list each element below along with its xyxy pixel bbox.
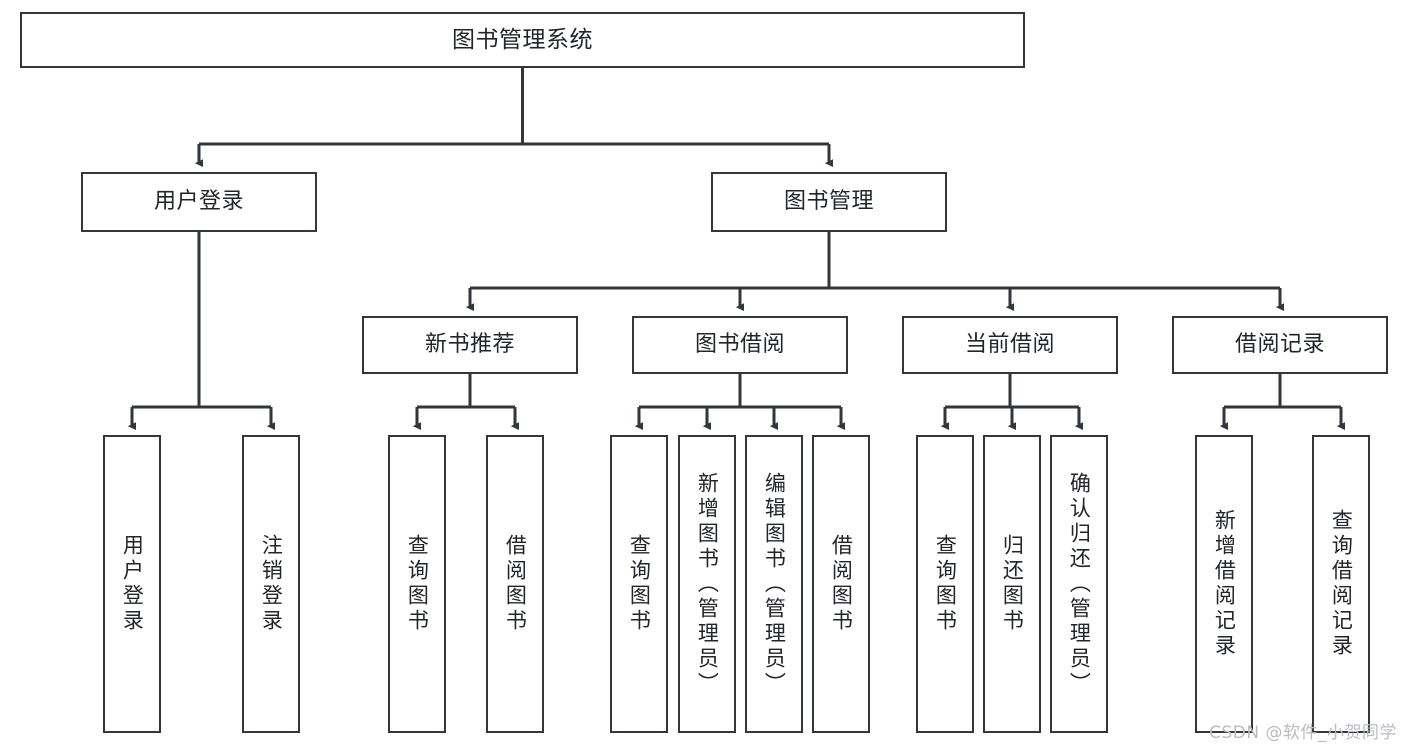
- node-user-login[interactable]: 用户登录: [81, 172, 317, 232]
- node-label-leaf-user-login: 用户登录: [120, 534, 145, 634]
- node-borrow-record[interactable]: 借阅记录: [1172, 316, 1388, 374]
- node-leaf-query-book-3[interactable]: 查询图书: [916, 435, 974, 733]
- node-label-leaf-query-record: 查询借阅记录: [1329, 509, 1354, 659]
- node-label-leaf-return-book: 归还图书: [1000, 534, 1025, 634]
- node-leaf-user-logout[interactable]: 注销登录: [242, 435, 300, 733]
- node-current-borrow[interactable]: 当前借阅: [902, 316, 1118, 374]
- node-leaf-borrow-book-1[interactable]: 借阅图书: [486, 435, 544, 733]
- csdn-watermark: CSDN @软件_小贺同学: [1209, 723, 1397, 743]
- node-label-leaf-confirm-return: 确认归还（管理员）: [1067, 471, 1092, 697]
- node-label-leaf-borrow-book-1: 借阅图书: [503, 534, 528, 634]
- node-label-user-login: 用户登录: [153, 189, 244, 214]
- node-leaf-confirm-return[interactable]: 确认归还（管理员）: [1050, 435, 1108, 733]
- node-leaf-user-login[interactable]: 用户登录: [103, 435, 161, 733]
- node-label-leaf-query-book-1: 查询图书: [405, 534, 430, 634]
- node-label-leaf-add-record: 新增借阅记录: [1212, 509, 1237, 659]
- node-new-book-rec[interactable]: 新书推荐: [362, 316, 578, 374]
- node-leaf-edit-book[interactable]: 编辑图书（管理员）: [745, 435, 803, 733]
- node-label-book-borrow: 图书借阅: [694, 332, 785, 357]
- node-label-leaf-borrow-book-2: 借阅图书: [829, 534, 854, 634]
- node-leaf-query-book-1[interactable]: 查询图书: [388, 435, 446, 733]
- node-label-leaf-user-logout: 注销登录: [259, 534, 284, 634]
- node-root[interactable]: 图书管理系统: [20, 12, 1025, 68]
- node-label-leaf-query-book-2: 查询图书: [627, 534, 652, 634]
- node-label-current-borrow: 当前借阅: [964, 332, 1055, 357]
- node-leaf-return-book[interactable]: 归还图书: [983, 435, 1041, 733]
- node-leaf-add-book[interactable]: 新增图书（管理员）: [678, 435, 736, 733]
- node-label-new-book-rec: 新书推荐: [424, 332, 515, 357]
- node-label-book-manage: 图书管理: [783, 189, 874, 214]
- node-leaf-query-record[interactable]: 查询借阅记录: [1312, 435, 1370, 733]
- node-label-root: 图书管理系统: [452, 26, 593, 53]
- node-leaf-query-book-2[interactable]: 查询图书: [610, 435, 668, 733]
- node-label-leaf-edit-book: 编辑图书（管理员）: [762, 471, 787, 697]
- node-book-borrow[interactable]: 图书借阅: [632, 316, 848, 374]
- node-book-manage[interactable]: 图书管理: [711, 172, 947, 232]
- node-label-leaf-add-book: 新增图书（管理员）: [695, 471, 720, 697]
- node-label-leaf-query-book-3: 查询图书: [933, 534, 958, 634]
- node-leaf-borrow-book-2[interactable]: 借阅图书: [812, 435, 870, 733]
- node-label-borrow-record: 借阅记录: [1234, 332, 1325, 357]
- node-leaf-add-record[interactable]: 新增借阅记录: [1195, 435, 1253, 733]
